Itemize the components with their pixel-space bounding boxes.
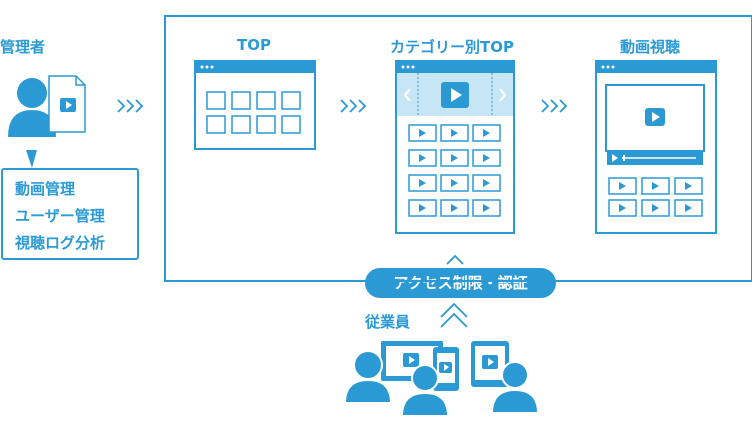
chevron-up-icon <box>440 302 468 318</box>
access-badge <box>365 268 556 298</box>
admin-function-log: 視聴ログ分析 <box>15 234 106 252</box>
chevron-up-icon <box>440 312 468 328</box>
screen-title-video-view: 動画視聴 <box>620 38 681 56</box>
browser-window-icon <box>194 60 316 150</box>
screen-title-category-top: カテゴリー別TOP <box>390 38 514 56</box>
callout-pointer <box>26 150 37 168</box>
employees-label: 従業員 <box>365 313 411 331</box>
screen-title-top: TOP <box>237 36 271 54</box>
admin-function-box <box>1 168 139 260</box>
service-frame <box>164 15 752 282</box>
browser-window-icon <box>395 60 515 234</box>
person-icon <box>343 350 393 404</box>
chevron-up-icon <box>446 254 464 265</box>
smartphone-icon <box>433 347 459 391</box>
tablet-icon <box>471 341 509 387</box>
person-icon <box>490 361 540 414</box>
admin-function-video: 動画管理 <box>15 180 76 198</box>
admin-title: 管理者 <box>0 38 46 56</box>
admin-person-icon <box>8 78 56 137</box>
chevron-arrows-icon <box>541 99 567 113</box>
chevron-arrows-icon <box>117 99 143 113</box>
chevron-arrows-icon <box>340 99 366 113</box>
admin-function-user: ユーザー管理 <box>15 207 105 225</box>
browser-window-icon <box>595 60 717 234</box>
access-label: アクセス制限・認証 <box>393 274 528 292</box>
document-video-icon <box>48 75 86 133</box>
person-icon <box>400 364 450 417</box>
